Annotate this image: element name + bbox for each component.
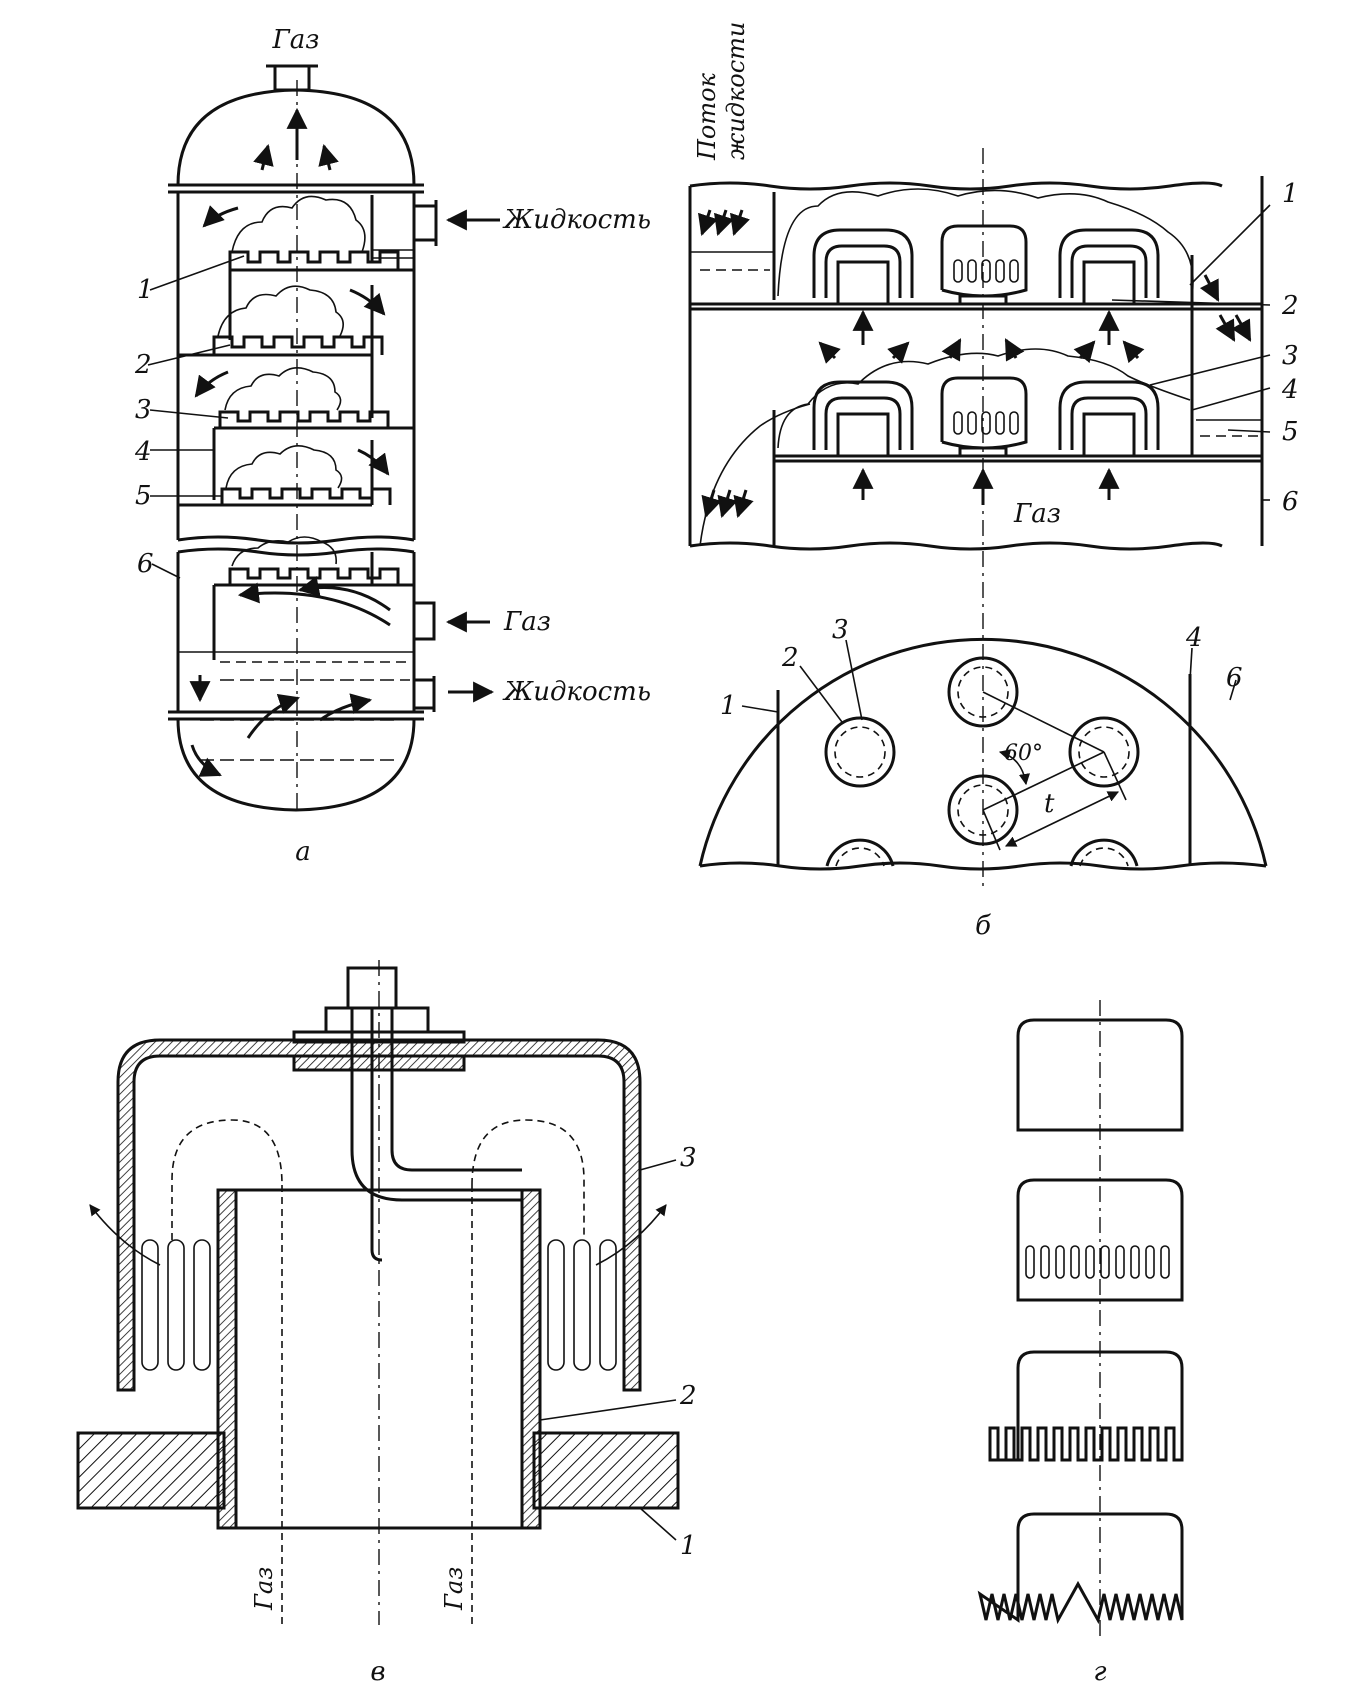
panel-g-label: г — [1093, 1657, 1106, 1687]
callout-a-2: 2 — [134, 350, 152, 380]
plan-callout-1: 1 — [720, 691, 737, 721]
callout-b-6: 6 — [1282, 487, 1299, 517]
cap-profile-triangular-teeth — [977, 1512, 1184, 1625]
cap-upper-right — [1058, 228, 1160, 306]
panel-a-column: Газ Жидкость Газ Жидкость 1 2 3 4 5 6 а — [134, 25, 651, 867]
callout-v-1: 1 — [680, 1531, 697, 1561]
gas-right-label: Газ — [440, 1567, 468, 1611]
flow-label-line2: жидкости — [722, 22, 750, 160]
liquid-outlet-label: Жидкость — [502, 677, 651, 707]
cap-slots-right — [547, 1239, 617, 1371]
angle-label: 60° — [1004, 741, 1043, 766]
callout-a-1: 1 — [137, 275, 154, 305]
callout-b-3: 3 — [1282, 341, 1299, 371]
callout-a-5: 5 — [135, 481, 152, 511]
panel-b-plan: 1 2 3 4 6 60° t б — [698, 615, 1268, 941]
plan-cap-left — [824, 716, 896, 788]
callout-a-4: 4 — [134, 437, 152, 467]
cap-profile-plain — [1016, 1018, 1184, 1132]
cap-lower-middle — [940, 376, 1028, 458]
gas-outlet-label: Газ — [272, 25, 320, 55]
panel-g-cap-profiles: г — [977, 1000, 1184, 1687]
cap-upper-left — [812, 228, 914, 306]
tray-2 — [178, 285, 384, 418]
plan-callout-4: 4 — [1185, 623, 1203, 653]
gas-inlet-label: Газ — [503, 607, 551, 637]
panel-a-label: а — [295, 837, 311, 867]
callout-v-3: 3 — [680, 1143, 697, 1173]
cap-slots-left — [141, 1239, 211, 1371]
tray-3 — [212, 410, 414, 500]
cap-profile-square-teeth — [988, 1350, 1184, 1462]
gas-label-b: Газ — [1013, 499, 1061, 529]
cap-lower-left — [812, 380, 914, 458]
panel-b-label: б — [975, 911, 991, 941]
callout-a-3: 3 — [135, 395, 152, 425]
plan-callout-6: 6 — [1226, 663, 1243, 693]
callout-b-2: 2 — [1281, 291, 1299, 321]
plan-callout-2: 2 — [781, 643, 799, 673]
panel-v-label: в — [370, 1657, 385, 1687]
plan-callout-3: 3 — [832, 615, 849, 645]
plan-cap-top — [947, 656, 1019, 728]
panel-v-cap-detail: 3 2 1 Газ Газ в — [76, 960, 697, 1687]
callout-b-1: 1 — [1282, 179, 1299, 209]
panel-b-section: Поток жидкости Газ 1 2 3 4 5 6 — [688, 22, 1299, 890]
plan-cap-right — [1068, 716, 1140, 788]
gas-left-label: Газ — [250, 1567, 278, 1611]
callout-a-6: 6 — [137, 549, 154, 579]
callout-b-5: 5 — [1282, 417, 1299, 447]
cap-lower-right — [1058, 380, 1160, 458]
cap-profile-slotted — [1016, 1178, 1184, 1302]
flow-label-line1: Поток — [693, 72, 721, 161]
cap-upper-middle — [940, 224, 1028, 306]
tray-1 — [228, 195, 414, 340]
liquid-inlet-label: Жидкость — [502, 205, 651, 235]
pitch-label: t — [1044, 789, 1055, 819]
callout-v-2: 2 — [679, 1381, 697, 1411]
callout-b-4: 4 — [1281, 375, 1299, 405]
